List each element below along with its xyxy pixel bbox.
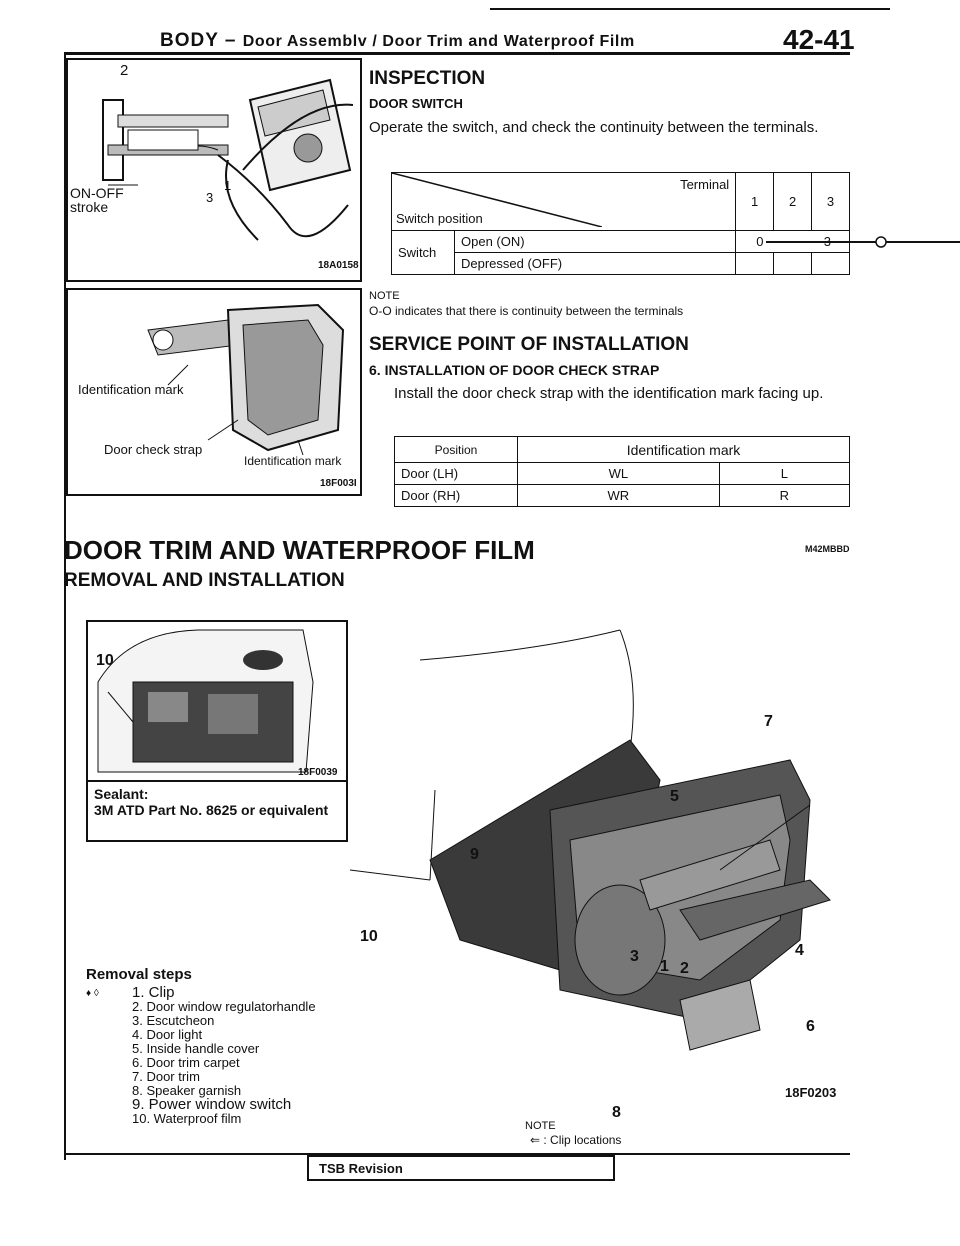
clip-note-text: ⇐ : Clip locations (530, 1133, 622, 1147)
row-depressed: Depressed (OFF) (453, 252, 737, 275)
row-open: Open (ON) (453, 230, 737, 253)
door-trim-exploded-view (349, 629, 831, 1051)
section2-code: M42MBBD (805, 544, 850, 554)
inspection-text: Operate the switch, and check the contin… (369, 119, 819, 136)
callout-2: 2 (680, 960, 689, 977)
step-7: 7. Door trim (132, 1069, 200, 1084)
terminal-header: Terminal (680, 177, 730, 192)
step-1: 1. Clip (132, 984, 175, 1001)
switch-row-header: Switch (391, 230, 455, 275)
diagonal-divider (392, 173, 602, 227)
fig1-label-1: 1 (224, 178, 232, 193)
step-3: 3. Escutcheon (132, 1013, 215, 1028)
step-9: 9. Power window switch (132, 1096, 292, 1113)
id-mark-header: Identification mark (517, 436, 850, 463)
step-8: 8. Speaker garnish (132, 1083, 242, 1098)
removal-steps-list: 1. Clip 2. Door window regulatorhandle 3… (132, 984, 316, 1126)
inset-10: 10 (96, 652, 114, 669)
fig2-id-mark-2: Identification mark (244, 454, 342, 468)
sealant-spec: 3M ATD Part No. 8625 or equivalent (94, 802, 329, 818)
door-panel-inset-illustration (97, 629, 314, 773)
col-3: 3 (811, 172, 850, 231)
row-rh-b: R (718, 484, 851, 507)
identification-table: Position Identification mark Door (LH) W… (394, 436, 851, 507)
service-title: SERVICE POINT OF INSTALLATION (369, 334, 689, 355)
service-step: 6. INSTALLATION OF DOOR CHECK STRAP (369, 362, 660, 378)
step-4: 4. Door light (132, 1027, 203, 1042)
fig2-id-mark: Identification mark (78, 382, 184, 397)
position-header: Position (394, 436, 518, 463)
inspection-title: INSPECTION (369, 68, 486, 89)
section2-title: DOOR TRIM AND WATERPROOF FILM (64, 535, 535, 565)
continuity-cell-3: 3 (823, 234, 831, 249)
row-lh-b: L (718, 462, 851, 485)
row-lh-a: WL (517, 462, 720, 485)
check-strap-figure: Identification mark Door check strap Ide… (66, 288, 362, 496)
page-header: BODY – Door Assemblv / Door Trim and Wat… (160, 30, 750, 52)
door-switch-illustration (102, 78, 354, 241)
header-title: BODY (160, 30, 219, 51)
callout-8: 8 (612, 1104, 621, 1121)
tsb-revision-box: TSB Revision (307, 1155, 615, 1181)
step-5: 5. Inside handle cover (132, 1041, 260, 1056)
fig2-code: 18F003I (320, 478, 357, 489)
inspection-note-text: O-O indicates that there is continuity b… (369, 304, 684, 318)
header-separator: – (224, 30, 237, 51)
step-2: 2. Door window regulatorhandle (132, 999, 316, 1014)
fig1-label-3: 3 (206, 190, 214, 205)
callout-9: 9 (470, 846, 479, 863)
check-strap-illustration (147, 303, 345, 456)
callout-4: 4 (795, 942, 804, 959)
inspection-subtitle: DOOR SWITCH (369, 96, 463, 111)
sealant-label: Sealant: (94, 786, 149, 802)
row-rh-pos: Door (RH) (394, 484, 518, 507)
continuity-cell-1: 0 (756, 234, 764, 249)
fig1-code: 18A0158 (318, 260, 359, 271)
callout-10: 10 (360, 928, 378, 945)
callout-6: 6 (806, 1018, 815, 1035)
callout-5: 5 (670, 788, 679, 805)
inset-code: 18F0039 (298, 767, 338, 778)
step-10: 10. Waterproof film (132, 1111, 242, 1126)
col-1: 1 (735, 172, 775, 231)
fig1-label-2: 2 (120, 62, 129, 79)
continuity-line (766, 236, 960, 248)
continuity-table: Terminal Switch position 1 2 3 Switch Op… (390, 172, 960, 275)
sealant-inset: 10 18F0039 Sealant: 3M ATD Part No. 8625… (86, 620, 348, 842)
switch-position-header: Switch position (396, 211, 483, 226)
callout-7: 7 (764, 713, 773, 730)
page-number: 42-41 (783, 24, 855, 55)
removal-mark: ♦ ◊ (86, 988, 99, 999)
callout-1: 1 (660, 958, 669, 975)
fig2-strap-label: Door check strap (104, 442, 203, 457)
callout-3: 3 (630, 948, 639, 965)
step-6: 6. Door trim carpet (132, 1055, 240, 1070)
row-lh-pos: Door (LH) (394, 462, 518, 485)
main-fig-code: 18F0203 (785, 1085, 837, 1100)
row-rh-a: WR (517, 484, 720, 507)
fig1-stroke-label: ON-OFF stroke (70, 185, 124, 215)
removal-title: Removal steps (86, 966, 192, 983)
col-2: 2 (773, 172, 813, 231)
door-switch-figure: 2 1 3 ON-OFF stroke 18A0158 (66, 58, 362, 282)
inspection-note-title: NOTE (369, 290, 400, 302)
section2-subtitle: REMOVAL AND INSTALLATION (64, 570, 345, 591)
service-text: Install the door check strap with the id… (394, 385, 824, 402)
clip-note-title: NOTE (525, 1120, 556, 1132)
tsb-revision-label: TSB Revision (319, 1161, 403, 1176)
header-subtitle: Door Assemblv / Door Trim and Waterproof… (242, 33, 635, 50)
